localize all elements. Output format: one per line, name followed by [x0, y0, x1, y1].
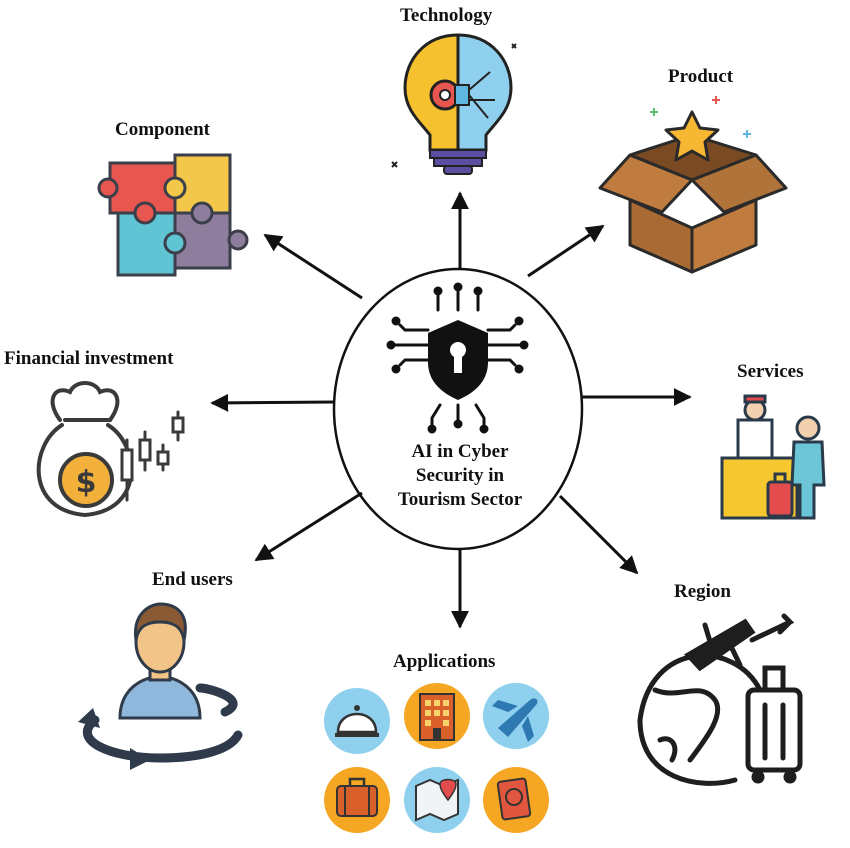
application-icons: [324, 683, 549, 833]
label-region: Region: [674, 581, 731, 602]
suitcase-icon: [324, 767, 390, 833]
arrows: [210, 191, 692, 629]
arrow-financial-investment: [210, 393, 336, 412]
arrow-component: [263, 233, 363, 300]
center-title: AI in Cyber Security in Tourism Sector: [375, 440, 545, 512]
label-product: Product: [668, 66, 734, 87]
hotel-reception-icon: [720, 394, 826, 520]
hotel-building-icon: [404, 683, 470, 749]
map-pin-icon: [404, 767, 470, 833]
label-services: Services: [737, 361, 804, 382]
arrow-end-users: [254, 491, 363, 562]
label-end-users: End users: [152, 569, 233, 590]
service-bell-icon: [324, 688, 390, 754]
lightbulb-circuit-icon: [391, 33, 517, 175]
center-title-line-2: Security in: [415, 465, 505, 486]
cyber-security-shield-keyhole-icon: [386, 282, 529, 434]
open-box-star-icon: [598, 96, 788, 274]
puzzle-pieces-icon: [97, 153, 249, 277]
label-financial-investment: Financial investment: [4, 348, 174, 369]
label-component: Component: [115, 119, 211, 140]
passport-icon: [483, 767, 549, 833]
svg-text:$: $: [76, 465, 97, 500]
label-applications: Applications: [393, 651, 496, 672]
arrow-region: [558, 494, 639, 575]
airplane-icon: [483, 683, 549, 749]
user-cycle-icon: [78, 602, 243, 770]
label-technology: Technology: [400, 5, 493, 26]
center-title-line-1: AI in Cyber: [411, 441, 509, 462]
money-bag-candlestick-icon: $: [36, 381, 185, 518]
arrow-product: [527, 224, 605, 278]
globe-airplane-luggage-icon: [637, 613, 803, 786]
center-title-line-3: Tourism Sector: [397, 489, 523, 510]
